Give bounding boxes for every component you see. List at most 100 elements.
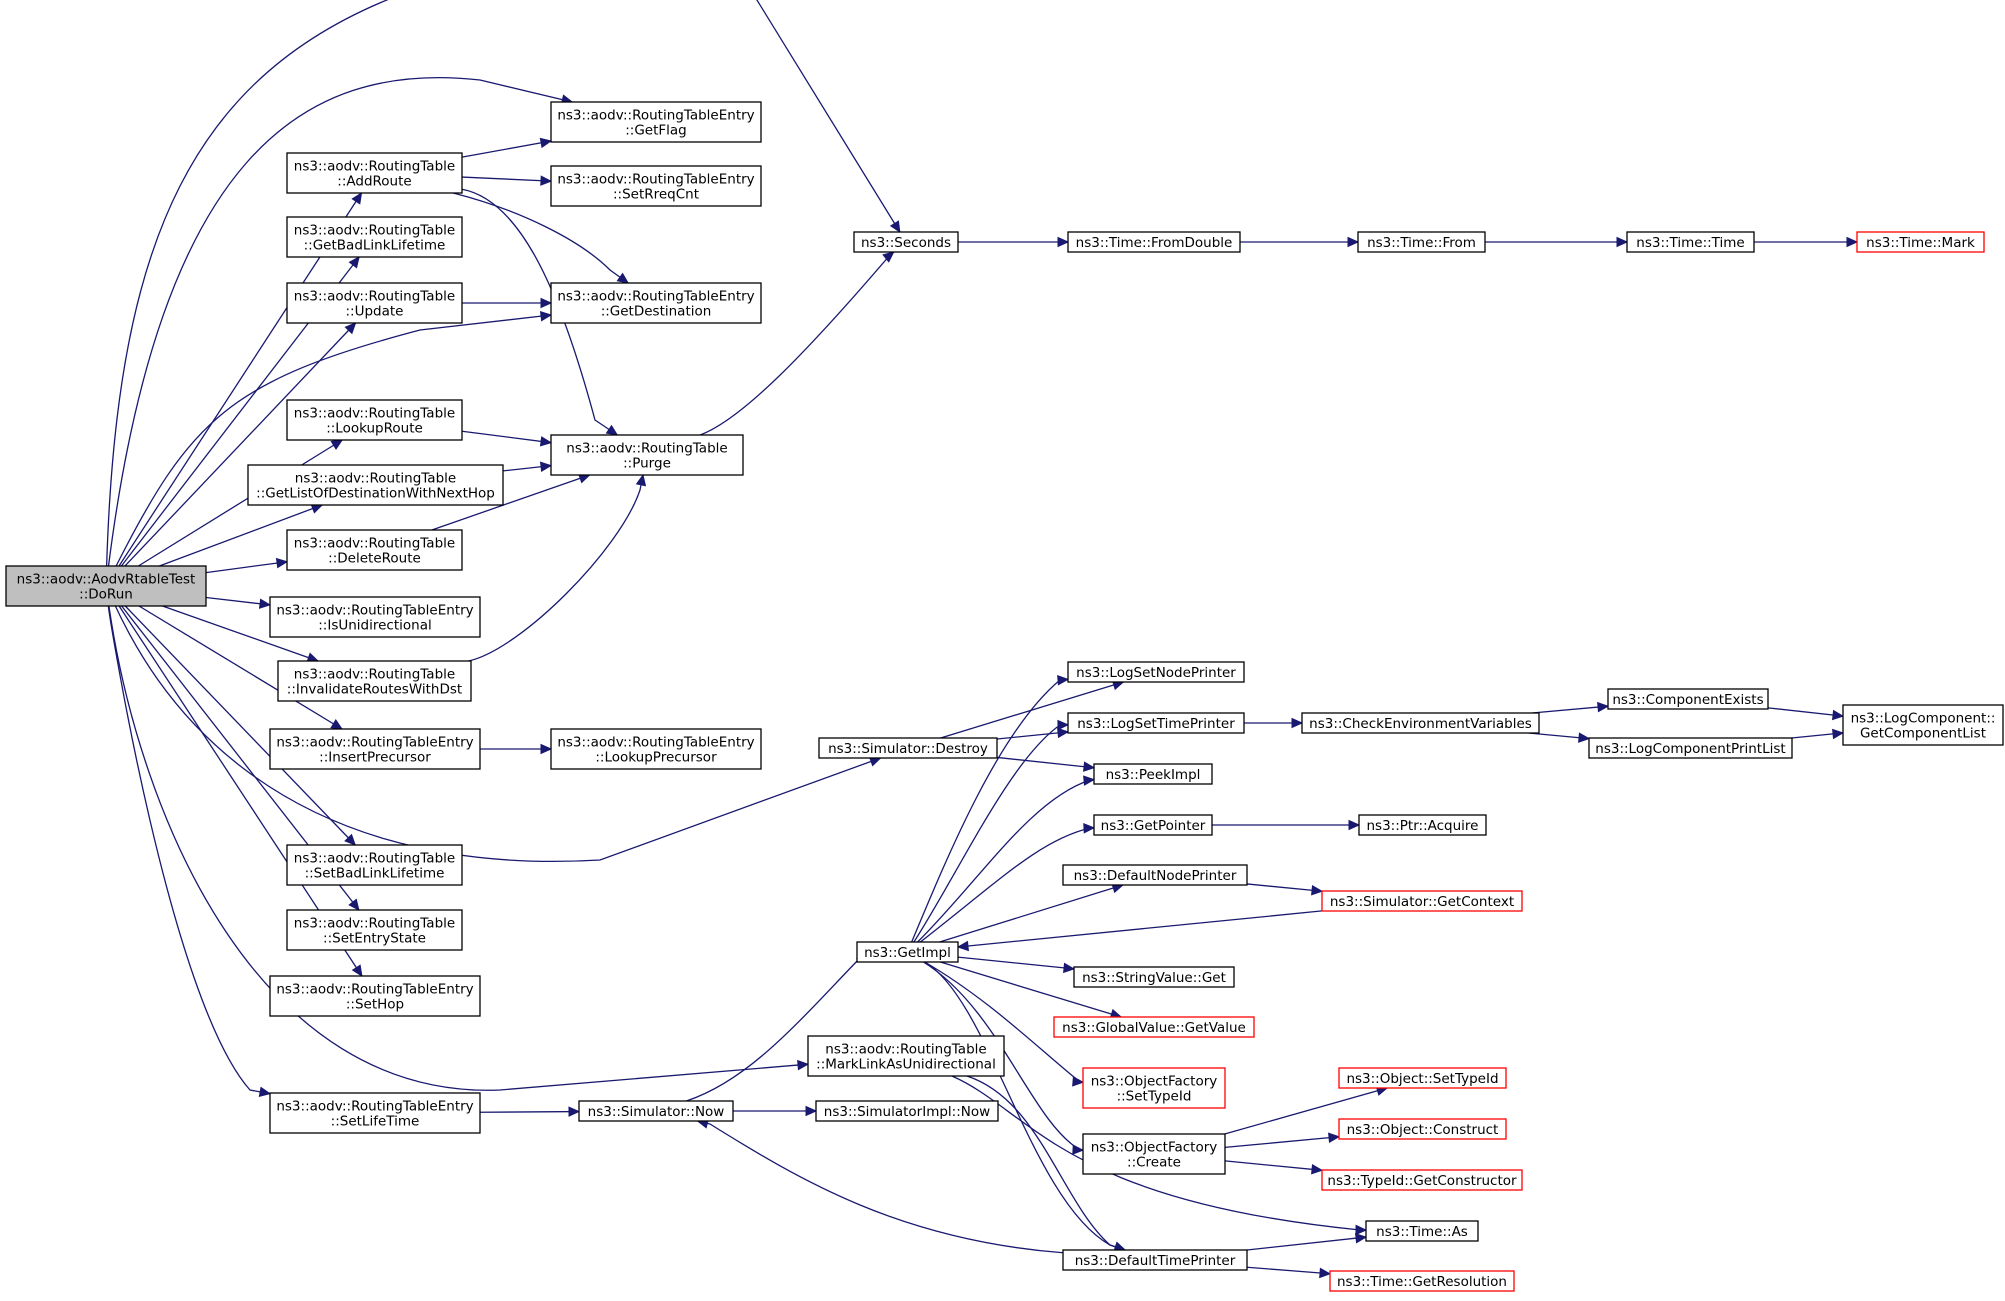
node-timetime[interactable]: ns3::Time::Time: [1626, 231, 1755, 253]
node-checkenv[interactable]: ns3::CheckEnvironmentVariables: [1301, 712, 1540, 734]
node-simdestroy[interactable]: ns3::Simulator::Destroy: [818, 737, 998, 759]
node-box: [853, 231, 959, 253]
node-getpointer[interactable]: ns3::GetPointer: [1093, 814, 1213, 836]
edge-getlistdest-to-purge: [502, 461, 553, 473]
node-getimpl[interactable]: ns3::GetImpl: [856, 941, 959, 963]
edge-deftimeprinter-to-timegetres: [1246, 1266, 1332, 1279]
node-label: ns3::aodv::RoutingTable: [566, 441, 727, 457]
edge-dorun-to-insertprec: [138, 605, 344, 730]
node-objfactsettype[interactable]: ns3::ObjectFactory::SetTypeId: [1082, 1067, 1226, 1109]
node-box: [1082, 1133, 1226, 1175]
node-label: ns3::GetImpl: [864, 945, 951, 961]
node-defnodeprinter[interactable]: ns3::DefaultNodePrinter: [1062, 864, 1248, 886]
node-label: ns3::aodv::RoutingTable: [294, 289, 455, 305]
node-purge[interactable]: ns3::aodv::RoutingTable::Purge: [550, 434, 744, 476]
node-dorun[interactable]: ns3::aodv::AodvRtableTest::DoRun: [5, 565, 207, 607]
node-addroute[interactable]: ns3::aodv::RoutingTable::AddRoute: [286, 152, 463, 194]
arrowhead: [1083, 775, 1096, 786]
node-ptracquire[interactable]: ns3::Ptr::Acquire: [1358, 814, 1487, 836]
edge-defnodeprinter-to-simgetcontext: [1246, 883, 1324, 896]
node-box: [1329, 1270, 1515, 1292]
node-deftimeprinter[interactable]: ns3::DefaultTimePrinter: [1062, 1249, 1248, 1271]
node-isunidir[interactable]: ns3::aodv::RoutingTableEntry::IsUnidirec…: [269, 596, 481, 638]
node-box: [1338, 1118, 1507, 1140]
node-setreqcnt[interactable]: ns3::aodv::RoutingTableEntry::SetRreqCnt: [550, 165, 762, 207]
edge-lookuproute-to-purge: [461, 430, 553, 447]
node-box: [1067, 661, 1245, 683]
edge-dorun-to-update: [124, 322, 357, 567]
arrowhead: [258, 1086, 272, 1097]
node-box: [286, 152, 463, 194]
node-label: ns3::aodv::RoutingTable: [294, 159, 455, 175]
node-deleteroute[interactable]: ns3::aodv::RoutingTable::DeleteRoute: [286, 529, 463, 571]
node-box: [856, 941, 959, 963]
node-typeidgetctor[interactable]: ns3::TypeId::GetConstructor: [1321, 1169, 1523, 1191]
node-setbadlink[interactable]: ns3::aodv::RoutingTable::SetBadLinkLifet…: [286, 844, 463, 886]
node-markunidir[interactable]: ns3::aodv::RoutingTable::MarkLinkAsUnidi…: [807, 1035, 1005, 1077]
node-setlifetime[interactable]: ns3::aodv::RoutingTableEntry::SetLifeTim…: [269, 1092, 481, 1134]
node-sethop[interactable]: ns3::aodv::RoutingTableEntry::SetHop: [269, 975, 481, 1017]
node-timegetres[interactable]: ns3::Time::GetResolution: [1329, 1270, 1515, 1292]
node-objconstruct[interactable]: ns3::Object::Construct: [1338, 1118, 1507, 1140]
node-timeas[interactable]: ns3::Time::As: [1365, 1220, 1479, 1242]
node-box: [5, 565, 207, 607]
arrowhead: [1057, 674, 1070, 686]
node-label: ::DoRun: [79, 587, 133, 603]
edge-timefrom-to-timetime: [1485, 236, 1629, 248]
node-stringvalget[interactable]: ns3::StringValue::Get: [1073, 966, 1235, 988]
node-timemark[interactable]: ns3::Time::Mark: [1856, 231, 1985, 253]
node-seconds[interactable]: ns3::Seconds: [853, 231, 959, 253]
node-label: ns3::Simulator::Destroy: [828, 741, 988, 757]
edge-dorun-to-deleteroute: [205, 557, 289, 574]
node-box: [286, 844, 463, 886]
node-logcomplist[interactable]: ns3::LogComponent::GetComponentList: [1842, 704, 2004, 746]
node-label: ::AddRoute: [337, 174, 411, 190]
node-lookupprec[interactable]: ns3::aodv::RoutingTableEntry::LookupPrec…: [550, 728, 762, 770]
node-setentrystate[interactable]: ns3::aodv::RoutingTable::SetEntryState: [286, 909, 463, 951]
node-box: [286, 216, 463, 258]
node-globalvalget[interactable]: ns3::GlobalValue::GetValue: [1053, 1016, 1255, 1038]
node-getdest[interactable]: ns3::aodv::RoutingTableEntry::GetDestina…: [550, 282, 762, 324]
node-insertprec[interactable]: ns3::aodv::RoutingTableEntry::InsertPrec…: [269, 728, 481, 770]
node-getlistdest[interactable]: ns3::aodv::RoutingTable::GetListOfDestin…: [247, 464, 504, 506]
node-label: ns3::aodv::RoutingTable: [825, 1042, 986, 1058]
edge-addroute-to-getdest: [452, 192, 630, 284]
node-objfactcreate[interactable]: ns3::ObjectFactory::Create: [1082, 1133, 1226, 1175]
node-simgetcontext[interactable]: ns3::Simulator::GetContext: [1321, 890, 1523, 912]
node-getbadlink[interactable]: ns3::aodv::RoutingTable::GetBadLinkLifet…: [286, 216, 463, 258]
arrowhead: [1083, 761, 1096, 772]
node-invalidate[interactable]: ns3::aodv::RoutingTable::InvalidateRoute…: [277, 660, 472, 702]
call-edges: [105, 0, 1859, 1279]
node-label: ns3::ObjectFactory: [1091, 1074, 1218, 1090]
node-update[interactable]: ns3::aodv::RoutingTable::Update: [286, 282, 463, 324]
node-getflag[interactable]: ns3::aodv::RoutingTableEntry::GetFlag: [550, 101, 762, 143]
node-box: [1626, 231, 1755, 253]
edge-simdestroy-to-logsettime: [996, 727, 1070, 740]
node-compexists[interactable]: ns3::ComponentExists: [1607, 688, 1769, 710]
edge-dorun-to-lookuproute: [138, 439, 344, 567]
node-objsettype[interactable]: ns3::Object::SetTypeId: [1338, 1067, 1507, 1089]
node-simimplnow[interactable]: ns3::SimulatorImpl::Now: [815, 1100, 999, 1122]
node-label: ::SetRreqCnt: [613, 187, 699, 203]
arrowhead: [1063, 962, 1076, 974]
node-peekimpl[interactable]: ns3::PeekImpl: [1093, 763, 1213, 785]
node-box: [1093, 763, 1213, 785]
arrowhead: [1832, 728, 1845, 740]
arrowhead: [1347, 236, 1360, 248]
arrowhead: [616, 272, 630, 284]
node-simnow[interactable]: ns3::Simulator::Now: [578, 1100, 734, 1122]
edge-insertprec-to-lookupprec: [480, 743, 553, 755]
node-fromdouble[interactable]: ns3::Time::FromDouble: [1067, 231, 1241, 253]
node-lookuproute[interactable]: ns3::aodv::RoutingTable::LookupRoute: [286, 399, 463, 441]
node-timefrom[interactable]: ns3::Time::From: [1357, 231, 1486, 253]
node-label: ns3::Object::SetTypeId: [1346, 1071, 1498, 1087]
arrowhead: [1291, 717, 1304, 729]
node-logsetnode[interactable]: ns3::LogSetNodePrinter: [1067, 661, 1245, 683]
node-label: ::Create: [1127, 1155, 1181, 1171]
node-label: ns3::PeekImpl: [1106, 767, 1201, 783]
node-logsettime[interactable]: ns3::LogSetTimePrinter: [1067, 712, 1245, 734]
node-label: ::InsertPrecursor: [319, 750, 431, 766]
arrowhead: [1355, 1224, 1368, 1236]
node-label: ns3::Object::Construct: [1347, 1122, 1499, 1138]
node-logcompprint[interactable]: ns3::LogComponentPrintList: [1588, 737, 1793, 759]
